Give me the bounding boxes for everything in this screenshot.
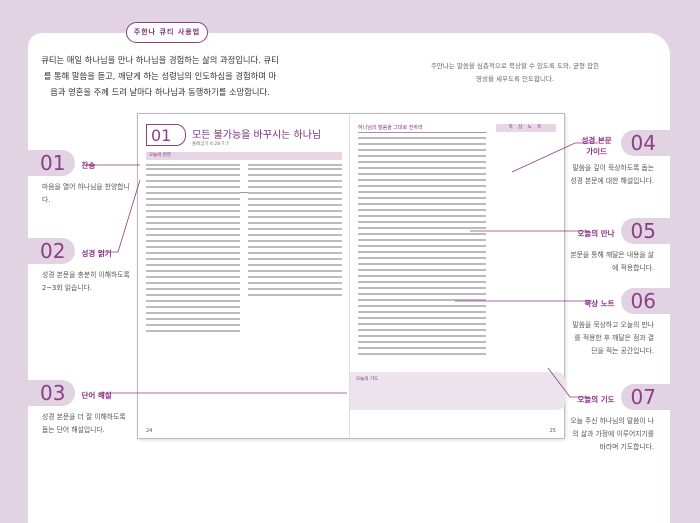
scripture-section-bar: 오늘의 본문 xyxy=(146,152,342,160)
word-note-divider xyxy=(146,192,342,193)
day-title: 모든 불가능을 바꾸시는 하나님 xyxy=(192,130,322,141)
step-desc: 성경 본문을 충분히 이해하도록 2~3회 읽습니다. xyxy=(42,271,130,292)
step-number: 04 xyxy=(620,130,670,156)
intro-text: 큐티는 매일 하나님을 만나 하나님을 경험하는 삶의 과정입니다. 큐티를 통… xyxy=(41,55,279,97)
step-number: 05 xyxy=(620,218,670,244)
step-number: 07 xyxy=(620,384,670,410)
step-04: 성경 본문 가이드 04 말씀을 깊이 묵상하도록 돕는 성경 본문에 대한 해설입… xyxy=(570,130,670,188)
prayer-label: 오늘의 기도 xyxy=(356,377,379,382)
step-desc: 마음을 열어 하나님을 찬양합니다. xyxy=(42,183,130,204)
step-desc: 말씀을 묵상하고 오늘의 만나를 적용한 후 깨달은 점과 결단을 적는 공간입… xyxy=(572,321,654,355)
scripture-text xyxy=(146,160,342,332)
prayer-box: 오늘의 기도 xyxy=(350,372,565,410)
step-desc: 성경 본문을 더 잘 이해하도록 돕는 단어 해설입니다. xyxy=(42,413,126,434)
step-05: 오늘의 만나 05 본문을 통해 깨달은 내용을 삶에 적용합니다. xyxy=(570,218,670,275)
day-number: 01 xyxy=(146,124,187,146)
step-number: 02 xyxy=(28,238,76,264)
step-number: 03 xyxy=(28,380,76,406)
step-desc: 본문을 통해 깨달은 내용을 삶에 적용합니다. xyxy=(570,251,654,272)
page-number-left: 24 xyxy=(146,428,153,434)
step-07: 오늘의 기도 07 오늘 주신 하나님의 말씀이 나의 삶과 가정에 이루어지기를 … xyxy=(570,384,670,454)
intro-right-text: 주만나는 말씀을 심층적으로 묵상할 수 있도록 도와, 균형 잡힌 영성을 세… xyxy=(430,62,600,83)
scripture-ref: 출애굽기 6:28-7:7 xyxy=(192,142,229,147)
step-title: 오늘의 만나 xyxy=(577,229,615,238)
step-title: 오늘의 기도 xyxy=(577,395,615,404)
meditation-note-label: 묵 상 노 트 xyxy=(496,124,556,132)
page-number-right: 25 xyxy=(549,428,556,434)
right-page: 하나님의 말씀을 그대로 전하라 묵 상 노 트 xyxy=(358,124,558,359)
step-desc: 오늘 주신 하나님의 말씀이 나의 삶과 가정에 이루어지기를 바라며 기도합니… xyxy=(570,417,654,451)
step-desc: 말씀을 깊이 묵상하도록 돕는 성경 본문에 대한 해설입니다. xyxy=(570,163,654,185)
step-title: 성경 본문 가이드 xyxy=(581,135,612,156)
book-spread: 01 모든 불가능을 바꾸시는 하나님 출애굽기 6:28-7:7 오늘의 본문… xyxy=(137,113,565,439)
step-number: 06 xyxy=(620,288,670,314)
step-title: 찬송 xyxy=(81,161,96,170)
step-title: 성경 읽기 xyxy=(81,249,112,258)
step-title: 묵상 노트 xyxy=(584,299,615,308)
left-page: 01 모든 불가능을 바꾸시는 하나님 출애굽기 6:28-7:7 오늘의 본문 xyxy=(146,124,342,332)
book-gutter xyxy=(349,114,350,438)
step-number: 01 xyxy=(28,150,76,176)
step-title: 단어 해설 xyxy=(81,391,112,400)
step-06: 묵상 노트 06 말씀을 묵상하고 오늘의 만나를 적용한 후 깨달은 점과 결단을… xyxy=(570,288,670,358)
section-tag: 주한나 큐티 사용법 xyxy=(126,22,208,43)
guide-heading: 하나님의 말씀을 그대로 전하라 xyxy=(358,124,486,133)
guide-text xyxy=(358,137,486,355)
